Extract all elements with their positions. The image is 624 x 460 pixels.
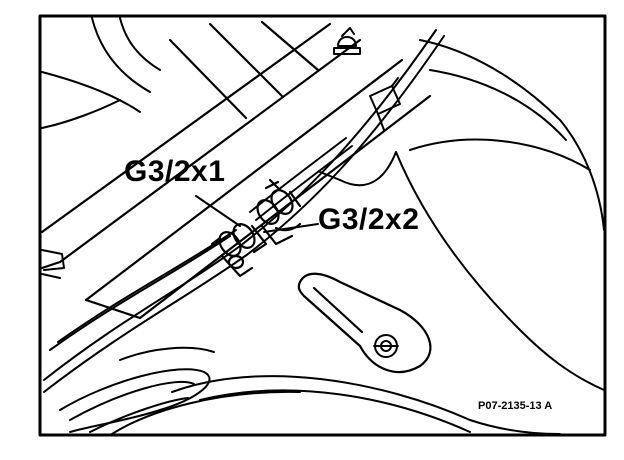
wire-clip (369, 77, 401, 131)
wire-loops (59, 346, 215, 433)
slotted-cutout (297, 272, 432, 374)
connector-g3-2x1 (210, 223, 268, 278)
mounting-stud (333, 27, 361, 55)
body-panel-lower (111, 375, 561, 435)
bolt (373, 334, 399, 358)
edge-tabs (41, 249, 65, 279)
callout-connector-2: G3/2x2 (318, 203, 420, 236)
figure-reference-code: P07-2135-13 A (478, 400, 553, 412)
cross-member (40, 20, 432, 320)
figure-frame (38, 14, 607, 437)
leader-lines (195, 195, 319, 233)
guard-panel-right (319, 39, 605, 391)
body-panel-upper-left (41, 17, 161, 129)
connector-g3-2x2 (256, 178, 302, 246)
callout-connector-1: G3/2x1 (124, 155, 226, 188)
